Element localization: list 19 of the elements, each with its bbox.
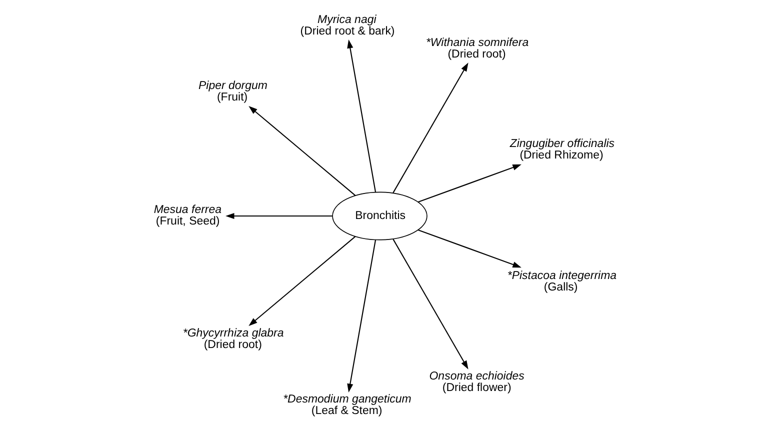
node-text: Mesua ferrea (Fruit, Seed) <box>154 204 222 228</box>
node-ellipse: Bronchitis <box>332 192 428 240</box>
arrow <box>392 238 468 370</box>
arrow <box>248 106 356 196</box>
arrow <box>347 240 376 392</box>
arrow <box>248 236 356 326</box>
node-text: *Pistacoa integerrima (Galls) <box>507 270 617 294</box>
arrow <box>347 40 376 192</box>
arrow <box>226 212 332 220</box>
node-text: *Desmodium gangeticum (Leaf & Stem) <box>283 394 412 418</box>
node-text: *Withania somnifera (Dried root) <box>426 37 529 61</box>
arrow <box>418 164 522 203</box>
node-text: Zingugiber officinalis (Dried Rhizome) <box>510 138 615 162</box>
arrow <box>418 229 522 268</box>
node-text: Piper dorgum (Fruit) <box>198 80 268 104</box>
node-text: Myrica nagi (Dried root & bark) <box>300 14 395 38</box>
node-text: *Ghycyrrhiza glabra (Dried root) <box>182 328 284 352</box>
arrow <box>392 62 468 194</box>
node-text: Onsoma echioides (Dried flower) <box>429 370 524 394</box>
